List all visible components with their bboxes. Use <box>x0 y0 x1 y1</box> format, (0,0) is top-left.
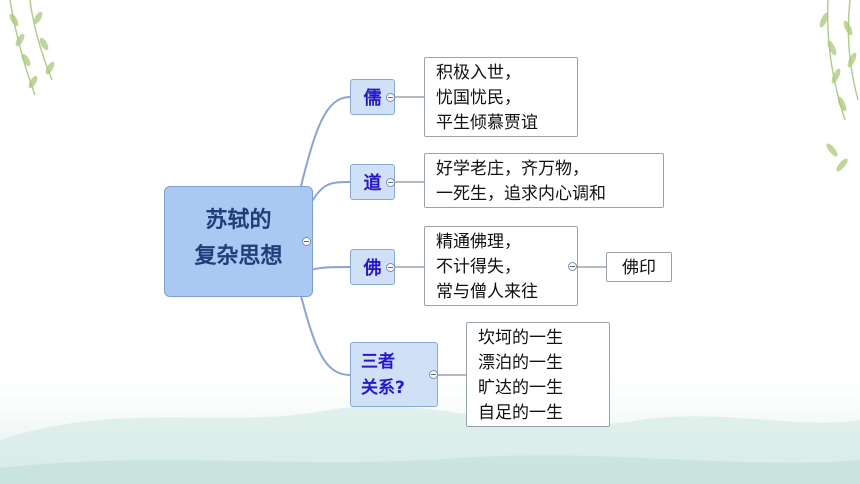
leaf-fo[interactable]: 精通佛理， 不计得失， 常与僧人来往 <box>424 226 578 306</box>
leaf-fo-line-1: 精通佛理， <box>436 232 521 252</box>
leaf-sanzhe-line-2: 漂泊的一生 <box>478 353 563 373</box>
branch-fo-label: 佛 <box>363 258 382 279</box>
leaf-fo-line-2: 不计得失， <box>436 257 521 277</box>
leaf-ru-line-2: 忧国忧民， <box>436 88 521 108</box>
leaf-fo-collapse-icon[interactable] <box>568 262 577 271</box>
leaf-fo-line-3: 常与僧人来往 <box>436 282 538 302</box>
leaf-dao[interactable]: 好学老庄，齐万物， 一死生，追求内心调和 <box>424 153 664 208</box>
root-collapse-icon[interactable] <box>302 237 311 246</box>
leaf-foyin-label: 佛印 <box>622 258 656 278</box>
branch-fo[interactable]: 佛 <box>350 249 395 285</box>
connector-root-to-dao <box>309 181 351 206</box>
branch-sanzhe-label-line-2: 关系? <box>361 377 405 398</box>
leaf-dao-line-1: 好学老庄，齐万物， <box>436 159 589 179</box>
connector-root-to-ru <box>299 96 351 191</box>
leaf-sanzhe[interactable]: 坎坷的一生 漂泊的一生 旷达的一生 自足的一生 <box>466 322 610 427</box>
branch-sanzhe-label-line-1: 三者 <box>361 351 395 372</box>
leaf-foyin[interactable]: 佛印 <box>606 252 672 282</box>
leaf-ru-line-1: 积极入世， <box>436 63 521 83</box>
branch-ru-label: 儒 <box>363 88 382 109</box>
branch-sanzhe-collapse-icon[interactable] <box>429 370 438 379</box>
branch-sanzhe-guanxi[interactable]: 三者 关系? <box>350 342 438 407</box>
leaf-ru[interactable]: 积极入世， 忧国忧民， 平生倾慕贾谊 <box>424 57 578 137</box>
branch-dao-label: 道 <box>363 173 382 194</box>
leaf-sanzhe-line-4: 自足的一生 <box>478 403 563 423</box>
branch-ru-collapse-icon[interactable] <box>386 93 395 102</box>
root-topic-line-2: 复杂思想 <box>194 244 283 269</box>
branch-fo-collapse-icon[interactable] <box>386 263 395 272</box>
root-topic-line-1: 苏轼的 <box>205 208 272 233</box>
branch-dao-collapse-icon[interactable] <box>386 178 395 187</box>
connector-root-to-fo <box>309 266 351 271</box>
leaf-sanzhe-line-1: 坎坷的一生 <box>478 328 563 348</box>
leaf-dao-line-2: 一死生，追求内心调和 <box>436 184 606 204</box>
root-topic[interactable]: 苏轼的 复杂思想 <box>164 186 313 297</box>
leaf-sanzhe-line-3: 旷达的一生 <box>478 378 563 398</box>
connector-root-to-sanzhe <box>299 291 351 376</box>
leaf-ru-line-3: 平生倾慕贾谊 <box>436 113 538 133</box>
